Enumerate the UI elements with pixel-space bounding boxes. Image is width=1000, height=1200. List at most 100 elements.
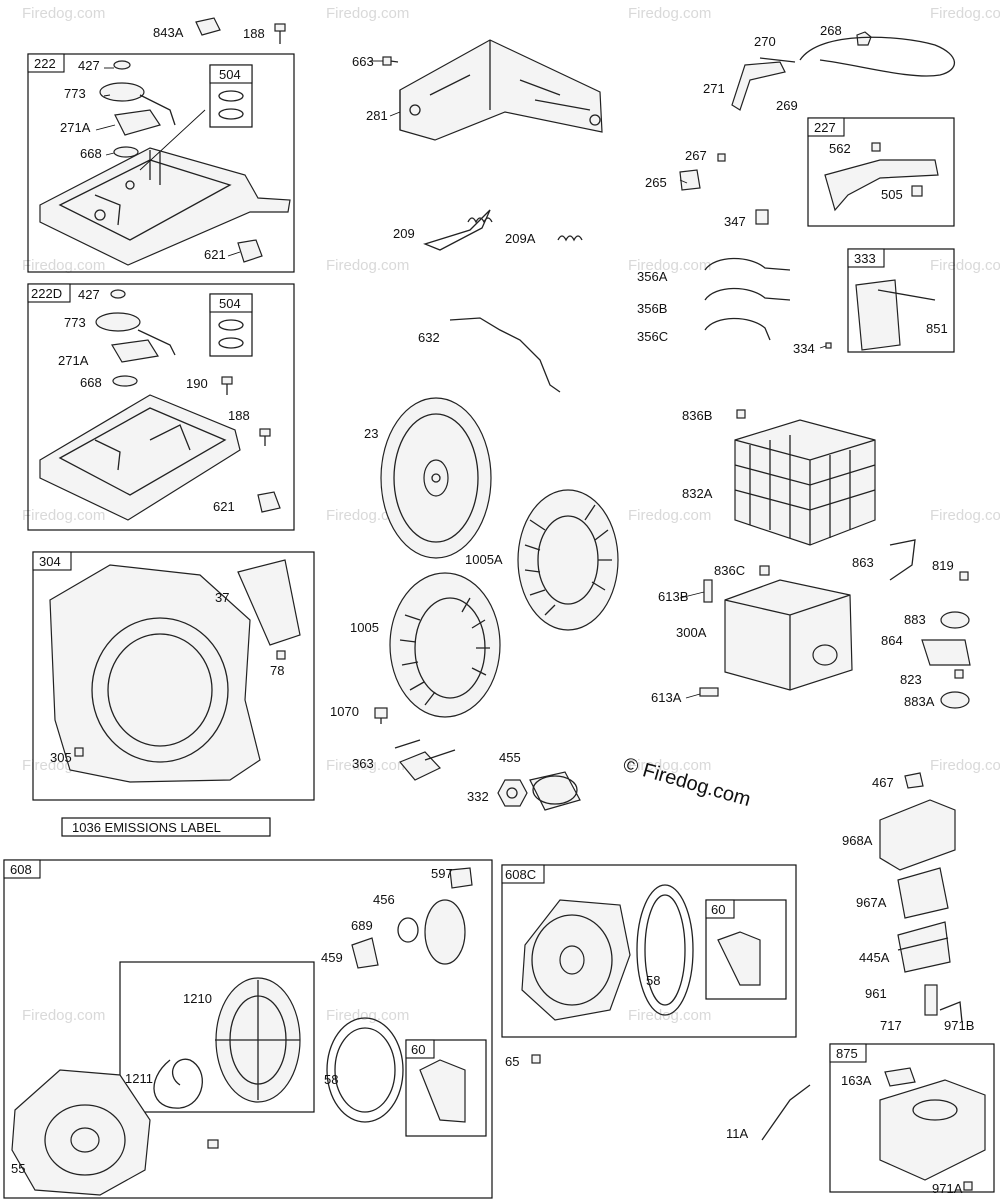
wire-harness-356-drawing	[704, 257, 832, 349]
group-608-60-frame	[405, 1039, 487, 1137]
part-label-832a: 832A	[682, 486, 713, 501]
part-label-836b: 836B	[682, 408, 712, 423]
lever-227-drawing	[824, 142, 939, 212]
emissions-label-box	[61, 817, 271, 837]
part-label-773: 773	[64, 86, 86, 101]
watermark: Firedog.com	[326, 1007, 409, 1024]
rewind-starter-608-drawing	[11, 867, 473, 1196]
part-label-505: 505	[881, 187, 903, 202]
watermark: Firedog.com	[22, 507, 105, 524]
part-label-819: 819	[932, 558, 954, 573]
part-label-1005: 1005	[350, 620, 379, 635]
part-label-1070: 1070	[330, 704, 359, 719]
part-label-562: 562	[829, 141, 851, 156]
part-label-300a: 300A	[676, 625, 707, 640]
watermark: Firedog.com	[326, 5, 409, 22]
fan-1005-drawing	[374, 572, 501, 724]
bracket-281-drawing	[382, 39, 603, 141]
group-608-frame	[3, 859, 493, 1199]
part-label-281: 281	[366, 108, 388, 123]
part-label-668: 668	[80, 146, 102, 161]
part-label-305: 305	[50, 750, 72, 765]
watermark: Firedog.com	[930, 507, 1000, 524]
emissions-label-text: 1036 EMISSIONS LABEL	[72, 820, 221, 835]
part-label-613b: 613B	[658, 589, 688, 604]
part-label-864: 864	[881, 633, 903, 648]
rewind-starter-608c-drawing	[521, 884, 761, 1064]
breather-tube-11a-drawing	[761, 1084, 811, 1141]
watermark: Firedog.com	[628, 5, 711, 22]
part-number-labels: 843A 188 427 773 271A 668 621 427 773 27…	[11, 23, 974, 1196]
group-222d-tag	[27, 283, 71, 303]
group-304-frame	[32, 551, 315, 801]
muffler-guard-832a-drawing	[734, 409, 876, 576]
group-608-tag	[3, 859, 41, 879]
group-608c-label: 608C	[505, 867, 536, 882]
group-608-60-tag	[405, 1039, 435, 1059]
group-227-frame	[807, 117, 955, 227]
part-label-456: 456	[373, 892, 395, 907]
part-label-883a: 883A	[904, 694, 935, 709]
part-label-363: 363	[352, 756, 374, 771]
control-bracket-222-drawing	[39, 147, 291, 266]
watermark: Firedog.com	[22, 5, 105, 22]
part-label-851: 851	[926, 321, 948, 336]
part-label-188: 188	[243, 26, 265, 41]
part-label-65: 65	[505, 1054, 519, 1069]
part-label-271a: 271A	[58, 353, 89, 368]
group-333-frame	[847, 248, 955, 353]
clutch-parts-drawing	[394, 739, 581, 811]
group-304-tag	[32, 551, 72, 571]
part-label-773: 773	[64, 315, 86, 330]
group-608-spring-frame	[119, 961, 315, 1113]
part-label-823: 823	[900, 672, 922, 687]
screw-971a-drawing	[963, 1181, 973, 1191]
watermarks: Firedog.com Firedog.com Firedog.com Fire…	[22, 5, 1000, 1024]
group-608c-60-tag	[705, 899, 735, 919]
armature-333-drawing	[855, 279, 936, 351]
part-label-621: 621	[204, 247, 226, 262]
group-222d-504-tag	[209, 293, 253, 313]
part-label-427: 427	[78, 287, 100, 302]
watermark: Firedog.com	[628, 257, 711, 274]
part-label-58: 58	[646, 973, 660, 988]
throttle-cable-drawing	[731, 31, 956, 111]
part-label-269: 269	[776, 98, 798, 113]
plug-843a-drawing	[195, 17, 221, 36]
part-label-689: 689	[351, 918, 373, 933]
group-222-504-label: 504	[219, 67, 241, 82]
part-label-271a: 271A	[60, 120, 91, 135]
watermark: Firedog.com	[22, 257, 105, 274]
part-label-37: 37	[215, 590, 229, 605]
part-label-265: 265	[645, 175, 667, 190]
group-333-label: 333	[854, 251, 876, 266]
part-drawings	[11, 17, 986, 1196]
watermark: Firedog.com	[628, 507, 711, 524]
group-222-label: 222	[34, 56, 56, 71]
springs-209-drawing	[423, 209, 583, 251]
part-label-268: 268	[820, 23, 842, 38]
group-304-label: 304	[39, 554, 61, 569]
group-608c-60-frame	[705, 899, 787, 1000]
group-227-label: 227	[814, 120, 836, 135]
watermark: Firedog.com	[326, 257, 409, 274]
part-label-961: 961	[865, 986, 887, 1001]
group-222d-504-label: 504	[219, 296, 241, 311]
starter-pulley-drawing	[153, 977, 301, 1109]
part-label-455: 455	[499, 750, 521, 765]
part-label-883: 883	[904, 612, 926, 627]
part-label-971b: 971B	[944, 1018, 974, 1033]
group-875-tag	[829, 1043, 867, 1063]
part-label-209a: 209A	[505, 231, 536, 246]
group-222-tag	[27, 53, 65, 73]
part-label-663: 663	[352, 54, 374, 69]
group-608-label: 608	[10, 862, 32, 877]
group-227-tag	[807, 117, 845, 137]
screw-188-drawing	[274, 23, 286, 44]
part-label-459: 459	[321, 950, 343, 965]
group-222d-label: 222D	[31, 286, 62, 301]
watermark: Firedog.com	[22, 1007, 105, 1024]
watermark: Firedog.com	[628, 757, 711, 774]
watermark: Firedog.com	[326, 757, 409, 774]
